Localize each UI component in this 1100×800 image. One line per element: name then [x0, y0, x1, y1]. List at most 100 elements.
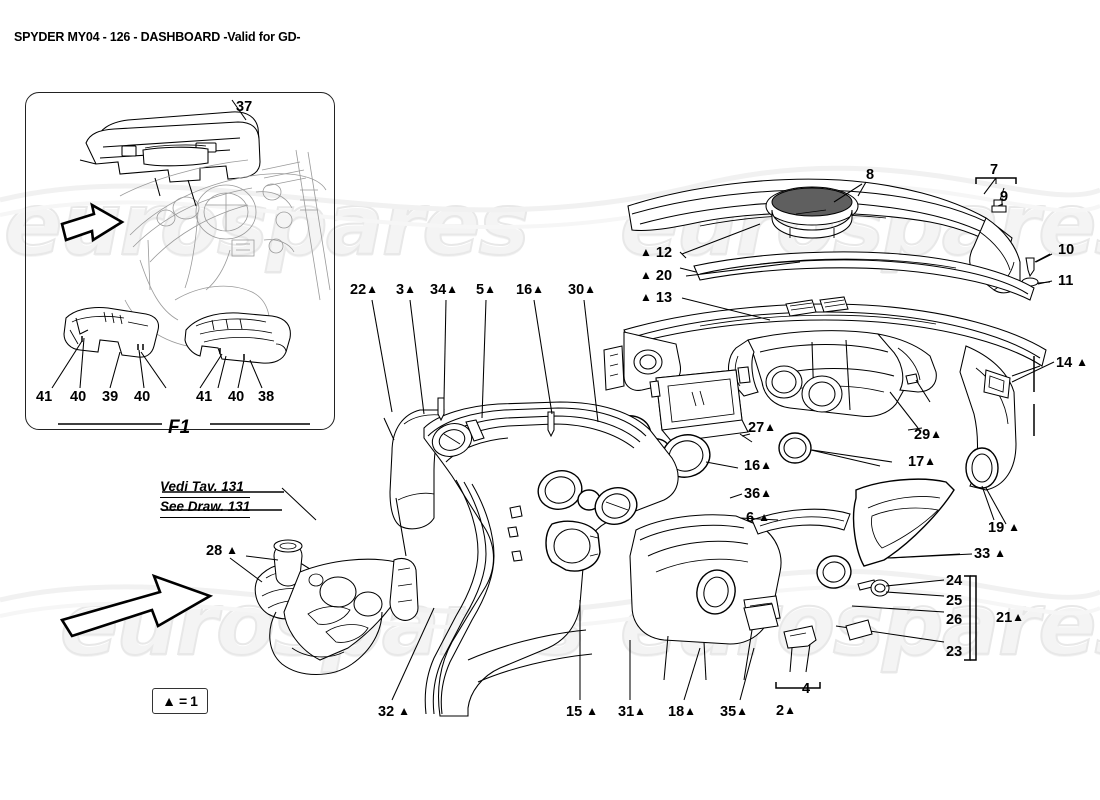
callout-31[interactable]: 31▲	[618, 705, 646, 720]
callout-24[interactable]: 24	[946, 573, 963, 589]
triangle-icon: ▲	[1076, 355, 1089, 369]
callout-40-c[interactable]: 40	[228, 389, 245, 405]
triangle-icon: ▲	[1008, 520, 1021, 534]
callout-32[interactable]: 32 ▲	[378, 705, 410, 720]
callout-36[interactable]: 36▲	[744, 487, 772, 502]
cross-reference-english: See Draw. 131	[160, 498, 251, 519]
callout-29-number: 29	[914, 427, 931, 443]
callout-2-group[interactable]: 2▲	[776, 704, 796, 719]
callout-5[interactable]: 5▲	[476, 283, 496, 298]
inset-f1-box	[25, 92, 335, 430]
callout-34[interactable]: 34▲	[430, 283, 458, 298]
triangle-icon: ▲	[784, 703, 796, 717]
callout-41-a[interactable]: 41	[36, 389, 53, 405]
triangle-icon: ▲	[640, 245, 652, 259]
triangle-icon: ▲	[634, 704, 647, 718]
callout-35[interactable]: 35▲	[720, 705, 748, 720]
callout-6-number: 6	[746, 510, 755, 526]
callout-3[interactable]: 3▲	[396, 283, 416, 298]
triangle-icon: ▲	[764, 420, 777, 434]
callout-36-number: 36	[744, 486, 761, 502]
callout-27[interactable]: 27▲	[748, 421, 776, 436]
callout-11[interactable]: 11	[1058, 273, 1074, 289]
callout-10[interactable]: 10	[1058, 242, 1075, 258]
callout-9[interactable]: 9	[1000, 189, 1009, 205]
triangle-icon: ▲	[930, 427, 943, 441]
cross-reference-italian: Vedi Tav. 131	[160, 478, 251, 499]
callout-12[interactable]: ▲ 12	[640, 246, 672, 261]
callout-13-number: 13	[655, 290, 673, 306]
callout-30[interactable]: 30▲	[568, 283, 596, 298]
triangle-icon: ▲	[404, 282, 416, 296]
legend-quantity-box: ▲ = 1	[152, 688, 208, 714]
callout-28-number: 28	[206, 543, 223, 559]
callout-26[interactable]: 26	[946, 612, 963, 628]
callout-3-number: 3	[396, 282, 405, 298]
callout-23[interactable]: 23	[946, 644, 963, 660]
callout-15-number: 15	[566, 704, 583, 720]
triangle-icon: ▲	[640, 268, 652, 282]
callout-21-group[interactable]: 21▲	[996, 611, 1024, 626]
callout-19[interactable]: 19 ▲	[988, 521, 1020, 536]
callout-29[interactable]: 29▲	[914, 428, 942, 443]
triangle-icon: ▲	[924, 454, 937, 468]
callout-40-b[interactable]: 40	[134, 389, 151, 405]
triangle-icon: ▲	[758, 510, 770, 524]
callout-6[interactable]: 6 ▲	[746, 511, 770, 526]
dashboard-main-body	[383, 397, 971, 717]
callout-15[interactable]: 15 ▲	[566, 705, 598, 720]
triangle-icon: ▲	[584, 282, 597, 296]
triangle-icon: ▲	[484, 282, 496, 296]
callout-12-number: 12	[655, 245, 673, 261]
callout-19-number: 19	[988, 520, 1005, 536]
callout-34-number: 34	[430, 282, 447, 298]
callout-31-number: 31	[618, 704, 635, 720]
triangle-icon: ▲	[162, 693, 176, 709]
callout-leader-lines	[162, 177, 1055, 701]
callout-37[interactable]: 37	[236, 99, 253, 115]
upper-trim-strip	[679, 251, 1035, 301]
triangle-icon: ▲	[398, 704, 411, 718]
callout-20[interactable]: ▲ 20	[640, 269, 672, 284]
callout-16-top[interactable]: 16▲	[516, 283, 544, 298]
callout-18-number: 18	[668, 704, 685, 720]
callout-2-number: 2	[776, 703, 785, 719]
triangle-icon: ▲	[532, 282, 545, 296]
callout-13[interactable]: ▲ 13	[640, 291, 672, 306]
callout-16-mid-number: 16	[744, 458, 761, 474]
callout-33[interactable]: 33 ▲	[974, 547, 1006, 562]
callout-8[interactable]: 8	[866, 167, 875, 183]
callout-41-b[interactable]: 41	[196, 389, 213, 405]
callout-25[interactable]: 25	[946, 593, 963, 609]
cross-reference-note[interactable]: Vedi Tav. 131 See Draw. 131	[160, 478, 251, 519]
callout-17[interactable]: 17▲	[908, 455, 936, 470]
callout-14[interactable]: 14 ▲	[1056, 356, 1088, 371]
callout-30-number: 30	[568, 282, 585, 298]
triangle-icon: ▲	[1012, 610, 1025, 624]
callout-22-number: 22	[350, 282, 367, 298]
callout-4[interactable]: 4	[802, 681, 811, 697]
inset-f1-label: F1	[168, 417, 191, 438]
callout-7[interactable]: 7	[990, 162, 999, 178]
triangle-icon: ▲	[446, 282, 459, 296]
callout-27-number: 27	[748, 420, 765, 436]
callout-28[interactable]: 28 ▲	[206, 544, 238, 559]
callout-16-mid[interactable]: 16▲	[744, 459, 772, 474]
triangle-icon: ▲	[586, 704, 599, 718]
callout-38[interactable]: 38	[258, 389, 275, 405]
triangle-icon: ▲	[736, 704, 749, 718]
callout-22[interactable]: 22▲	[350, 283, 378, 298]
callout-5-number: 5	[476, 282, 485, 298]
callout-18[interactable]: 18▲	[668, 705, 696, 720]
triangle-icon: ▲	[366, 282, 379, 296]
callout-20-number: 20	[655, 268, 673, 284]
callout-39[interactable]: 39	[102, 389, 119, 405]
triangle-icon: ▲	[760, 486, 773, 500]
inset-f1-artwork	[51, 99, 331, 425]
triangle-icon: ▲	[684, 704, 697, 718]
callout-16-top-number: 16	[516, 282, 533, 298]
callout-40-a[interactable]: 40	[70, 389, 87, 405]
callout-21-number: 21	[996, 610, 1013, 626]
